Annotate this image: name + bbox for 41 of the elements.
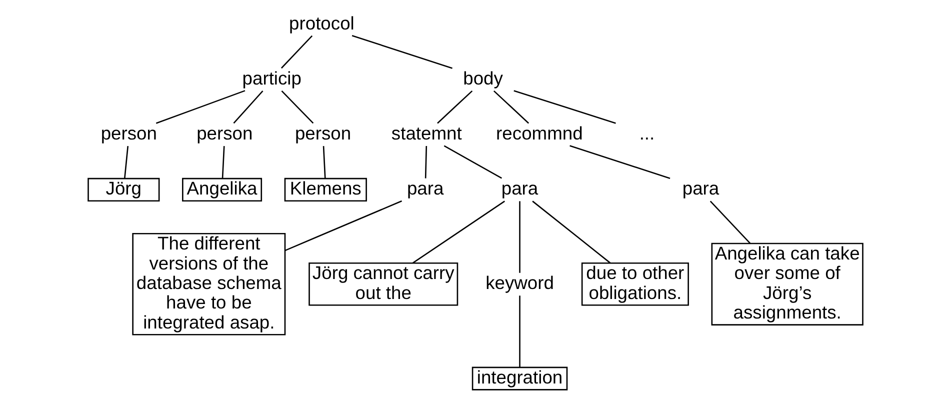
node-box: Angelika xyxy=(182,178,262,202)
node-text: body xyxy=(462,67,502,88)
connector xyxy=(569,145,670,179)
node-box: The different versions of the database schema have to be integrated asap. xyxy=(132,232,286,336)
connector xyxy=(436,90,472,124)
connector xyxy=(280,35,312,69)
connector xyxy=(351,34,452,69)
node-box: integration xyxy=(471,366,568,390)
connector xyxy=(518,201,520,273)
node-box: Klemens xyxy=(284,178,366,202)
node-text: particip xyxy=(242,67,301,88)
node-text: statemnt xyxy=(390,122,462,144)
connector xyxy=(284,200,402,252)
connector xyxy=(322,146,326,178)
node-box: Jörg xyxy=(87,178,160,202)
node-text: keyword xyxy=(485,272,554,293)
connector xyxy=(232,90,263,124)
connector xyxy=(221,146,224,178)
node-text: recommnd xyxy=(496,122,582,144)
node-text: person xyxy=(196,122,252,144)
node-text: protocol xyxy=(288,12,354,34)
connector xyxy=(492,90,529,124)
connector xyxy=(124,146,128,178)
node-box: due to other obligations. xyxy=(580,262,688,306)
connector xyxy=(155,90,245,124)
node-text: person xyxy=(100,122,156,144)
connector xyxy=(280,90,314,124)
connector xyxy=(424,146,427,178)
node-box: Jörg cannot carry out the xyxy=(308,262,458,306)
node-text: ... xyxy=(638,122,654,144)
connector xyxy=(412,200,505,264)
connector xyxy=(532,200,610,264)
node-text: person xyxy=(294,122,351,144)
connector xyxy=(709,200,750,244)
connector xyxy=(513,90,616,124)
node-text: para xyxy=(406,178,444,199)
node-text: para xyxy=(500,178,538,199)
connector xyxy=(443,145,502,179)
node-text: para xyxy=(682,178,719,199)
connector xyxy=(518,296,520,368)
node-box: Angelika can take over some of Jörg’s assignments. xyxy=(710,242,863,326)
